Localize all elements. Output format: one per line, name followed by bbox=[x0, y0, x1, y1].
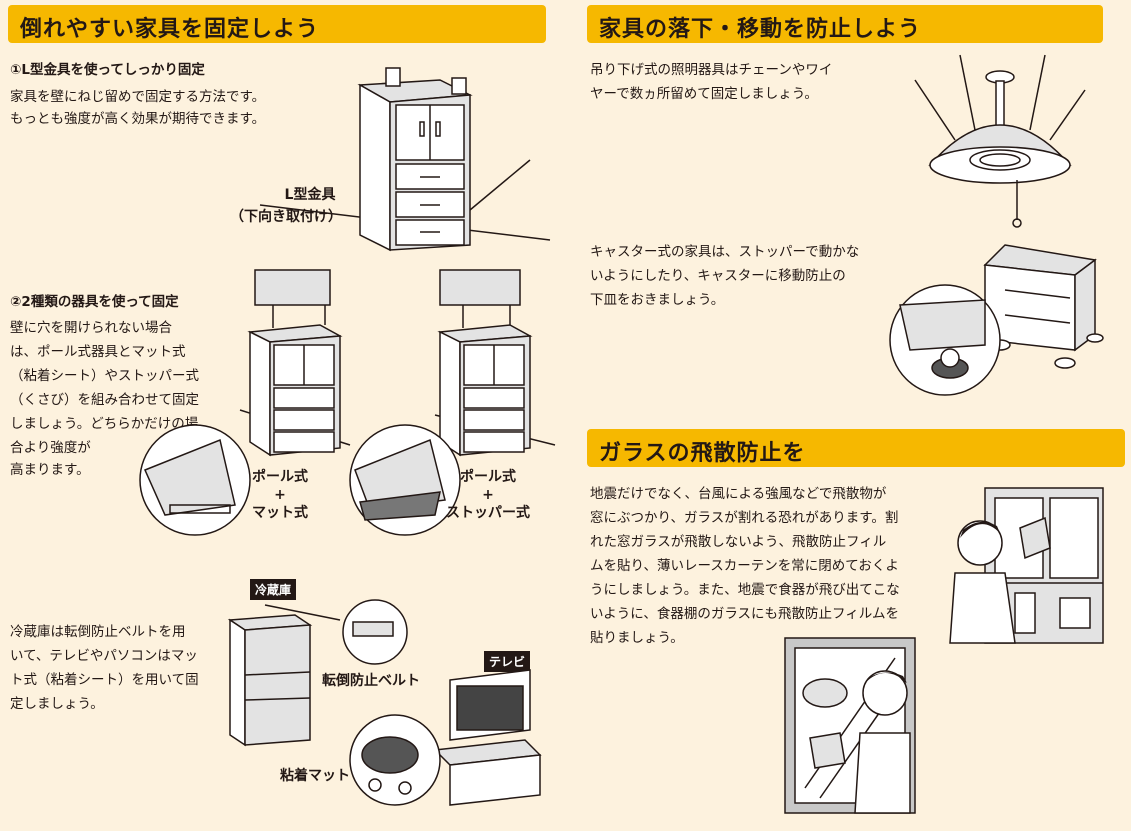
item2-title: ②2種類の器具を使って固定 bbox=[10, 294, 179, 310]
glass-text-line: うにしましょう。また、地震で食器が飛び出てこな bbox=[590, 582, 900, 598]
window-film-illustration bbox=[784, 637, 916, 814]
item1-title: ①L型金具を使ってしっかり固定 bbox=[10, 62, 205, 78]
label-pole-mat-line1: ポール式 bbox=[252, 469, 308, 485]
item1-text-line: 家具を壁にねじ留めで固定する方法です。 bbox=[10, 89, 266, 105]
caster-text-line: 下皿をおきましょう。 bbox=[590, 292, 725, 308]
label-l-bracket: L型金具 （下向き取付け） bbox=[230, 186, 342, 226]
cabinet-pole-stopper-illustration bbox=[349, 269, 556, 536]
item2-text-line: 高まります。 bbox=[10, 462, 90, 478]
label-pole-mat-line2: + bbox=[274, 487, 286, 503]
cabinet-pole-mat-illustration bbox=[139, 269, 351, 536]
item2-text-line: 壁に穴を開けられない場合 bbox=[10, 320, 172, 336]
item2-text-line: （粘着シート）やストッパー式 bbox=[10, 368, 199, 384]
label-l-bracket-line1: L型金具 bbox=[284, 187, 336, 203]
item3-text-line: いて、テレビやパソコンはマッ bbox=[10, 648, 198, 664]
label-pole-stopper-line1: ポール式 bbox=[460, 469, 516, 485]
glass-text-line: いように、食器棚のガラスにも飛散防止フィルムを bbox=[590, 606, 900, 622]
cupboard-film-illustration bbox=[949, 487, 1104, 644]
label-pole-mat-line3: マット式 bbox=[252, 505, 308, 521]
glass-text-line: 地震だけでなく、台風による強風などで飛散物が bbox=[590, 486, 887, 502]
caster-text-line: キャスター式の家具は、ストッパーで動かな bbox=[590, 244, 860, 260]
section-title-glass: ガラスの飛散防止を bbox=[599, 441, 806, 466]
label-l-bracket-line2: （下向き取付け） bbox=[230, 209, 342, 225]
fridge-tv-illustration bbox=[227, 599, 542, 806]
glass-text-line: 貼りましょう。 bbox=[590, 630, 684, 646]
item2-text-line: 合より強度が bbox=[10, 440, 91, 456]
header-bar-furniture-fix: 倒れやすい家具を固定しよう bbox=[8, 5, 546, 43]
item3-text-line: 冷蔵庫は転倒防止ベルトを用 bbox=[10, 624, 186, 640]
tag-fridge: 冷蔵庫 bbox=[250, 579, 297, 600]
item2-text-line: しましょう。どちらかだけの場 bbox=[10, 416, 199, 432]
label-pole-stopper-line3: ストッパー式 bbox=[446, 505, 530, 521]
tag-tv: テレビ bbox=[484, 651, 531, 672]
item3-text-line: 定しましょう。 bbox=[10, 696, 104, 712]
lamp-text-line: 吊り下げ式の照明器具はチェーンやワイ bbox=[590, 62, 833, 78]
header-bar-fall-prevent: 家具の落下・移動を防止しよう bbox=[587, 5, 1103, 43]
header-bar-glass: ガラスの飛散防止を bbox=[587, 429, 1125, 467]
pendant-lamp-illustration bbox=[914, 54, 1086, 228]
glass-text-line: れた窓ガラスが飛散しないよう、飛散防止フィル bbox=[590, 534, 887, 550]
lamp-text-line: ヤーで数ヵ所留めて固定しましょう。 bbox=[590, 86, 818, 102]
section-title-fall-prevent: 家具の落下・移動を防止しよう bbox=[599, 17, 922, 42]
item3-text-line: ト式（粘着シート）を用いて固 bbox=[10, 672, 199, 688]
label-tip-belt: 転倒防止ベルト bbox=[322, 673, 420, 689]
item1-text-line: もっとも強度が高く効果が期待できます。 bbox=[10, 111, 266, 127]
caster-text-line: いようにしたり、キャスターに移動防止の bbox=[590, 268, 846, 284]
label-pole-stopper: ポール式 + ストッパー式 bbox=[446, 468, 530, 522]
section-title-furniture-fix: 倒れやすい家具を固定しよう bbox=[20, 17, 320, 42]
glass-text-line: ムを貼り、薄いレースカーテンを常に閉めておくよ bbox=[590, 558, 899, 574]
label-pole-mat: ポール式 + マット式 bbox=[252, 468, 308, 522]
label-pole-stopper-line2: + bbox=[482, 487, 494, 503]
label-adhesive-mat: 粘着マット bbox=[280, 768, 350, 784]
item2-text-line: は、ポール式器具とマット式 bbox=[10, 344, 186, 360]
caster-cabinet-illustration bbox=[889, 244, 1104, 396]
glass-text-line: 窓にぶつかり、ガラスが割れる恐れがあります。割 bbox=[590, 510, 899, 526]
cabinet-l-bracket-illustration bbox=[259, 67, 551, 252]
item2-text-line: （くさび）を組み合わせて固定 bbox=[10, 392, 199, 408]
